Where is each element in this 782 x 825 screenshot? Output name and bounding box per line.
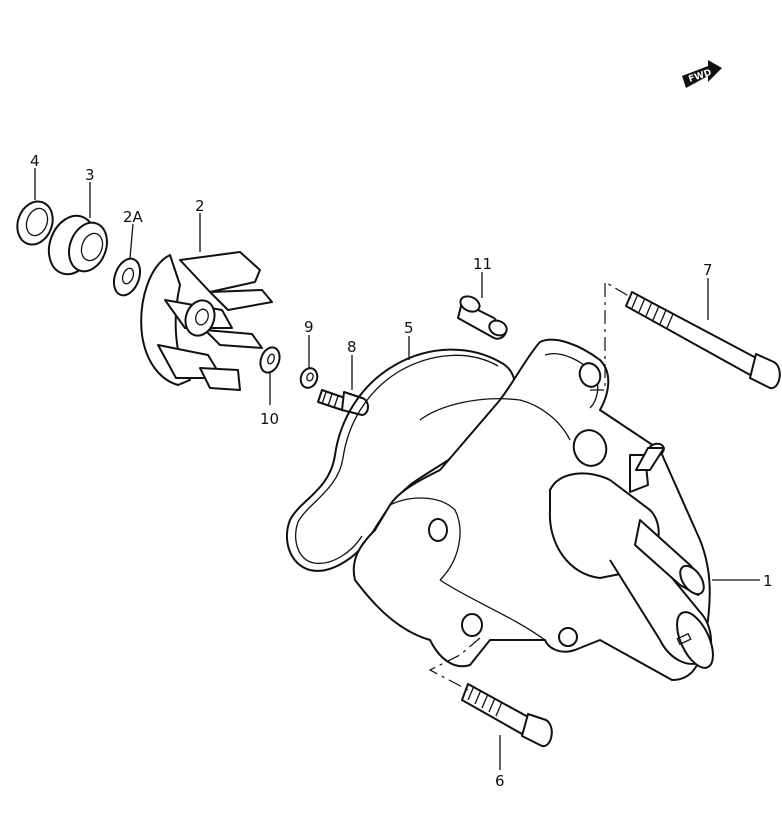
label-part-10: 10 bbox=[260, 410, 279, 428]
washer-part bbox=[112, 257, 142, 297]
oil-seal-part bbox=[16, 200, 54, 246]
label-part-1: 1 bbox=[763, 572, 773, 590]
mechanical-seal-part bbox=[47, 214, 108, 276]
label-part-6: 6 bbox=[495, 772, 505, 790]
assembly-line-bolt-6 bbox=[428, 637, 481, 691]
fwd-badge-text: FWD bbox=[687, 68, 712, 85]
label-part-7: 7 bbox=[703, 261, 713, 279]
bolt-long-part bbox=[625, 291, 781, 390]
label-part-4: 4 bbox=[30, 152, 40, 170]
bolt-lower-part bbox=[461, 683, 553, 748]
label-part-9: 9 bbox=[304, 318, 314, 336]
washer-small-part bbox=[299, 367, 319, 389]
impeller-part bbox=[140, 251, 273, 391]
fwd-arrow-icon: FWD bbox=[682, 60, 722, 88]
label-part-2: 2 bbox=[195, 197, 205, 215]
label-part-5: 5 bbox=[404, 319, 414, 337]
assembly-line-bolt-7 bbox=[590, 280, 633, 391]
dowel-pin-part bbox=[457, 295, 508, 340]
washer-impeller-part bbox=[259, 346, 281, 374]
o-ring-inner bbox=[295, 354, 499, 565]
label-part-11: 11 bbox=[473, 255, 492, 273]
label-part-2a: 2A bbox=[123, 208, 144, 226]
water-pump-case-part bbox=[352, 338, 714, 681]
label-part-3: 3 bbox=[85, 166, 95, 184]
label-part-8: 8 bbox=[347, 338, 357, 356]
